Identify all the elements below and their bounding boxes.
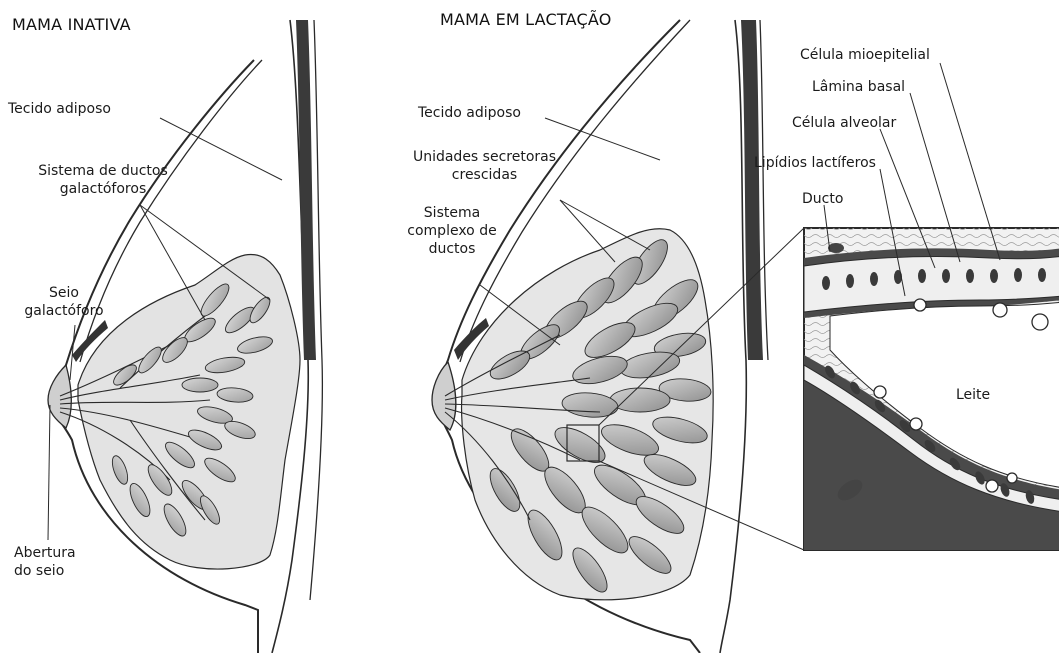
label-sinus-opening: Abertura do seio [14, 544, 76, 580]
label-alveolar-cell: Célula alveolar [792, 114, 896, 132]
label-milk-lipids: Lipídios lactíferos [754, 154, 876, 172]
label-sinus-opening-line1: Abertura [14, 544, 76, 562]
label-sinus-opening-line2: do seio [14, 562, 76, 580]
lactating-nipple [432, 362, 456, 430]
inactive-breast-title: MAMA INATIVA [12, 15, 131, 34]
label-complex-duct-system-line1: Sistema [392, 204, 512, 222]
label-secretory-units-line1: Unidades secretoras [402, 148, 567, 166]
label-lactating-adipose-tissue: Tecido adiposo [418, 104, 521, 122]
label-inactive-duct-system-line2: galactóforos [18, 180, 188, 198]
inactive-pectoral-muscle [296, 20, 316, 360]
label-lactiferous-sinus-line1: Seio [14, 284, 114, 302]
label-lactiferous-sinus-line2: galactóforo [14, 302, 114, 320]
lactating-breast-title: MAMA EM LACTAÇÃO [440, 10, 612, 29]
inactive-nipple [48, 365, 71, 428]
label-secretory-units: Unidades secretoras crescidas [402, 148, 567, 184]
label-basal-lamina: Lâmina basal [812, 78, 905, 96]
label-duct: Ducto [802, 190, 843, 208]
lactating-chest-wall [720, 20, 746, 653]
label-inactive-duct-system: Sistema de ductos galactóforos [18, 162, 188, 198]
label-myoepithelial-cell: Célula mioepitelial [800, 46, 930, 64]
label-inactive-duct-system-line1: Sistema de ductos [18, 162, 188, 180]
label-lactiferous-sinus: Seio galactóforo [14, 284, 114, 320]
lactating-fascia [760, 20, 768, 360]
label-secretory-units-line2: crescidas [402, 166, 567, 184]
label-inactive-adipose-tissue: Tecido adiposo [8, 100, 111, 118]
label-milk: Leite [956, 386, 990, 404]
label-complex-duct-system: Sistema complexo de ductos [392, 204, 512, 258]
label-complex-duct-system-line2: complexo de [392, 222, 512, 240]
label-complex-duct-system-line3: ductos [392, 240, 512, 258]
